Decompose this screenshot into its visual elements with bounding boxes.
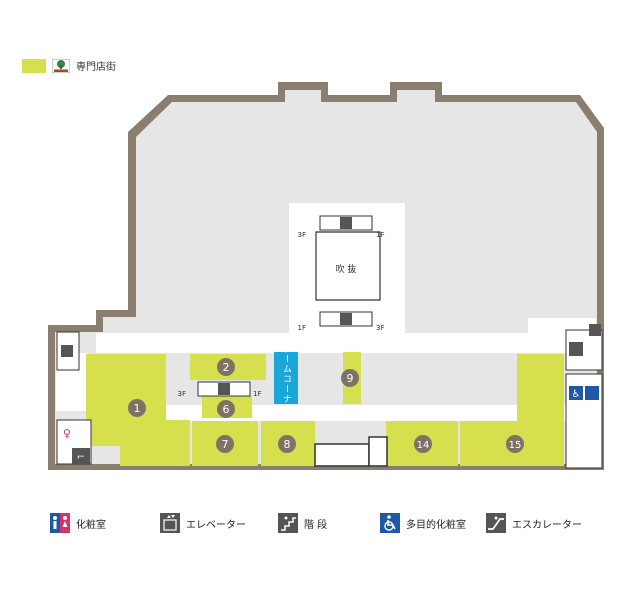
- legend-elevator-label: エレベーター: [186, 519, 246, 531]
- game-corner[interactable]: [274, 352, 298, 404]
- shop-marker-1[interactable]: 1: [128, 399, 146, 417]
- shop-block-grey-1: [302, 354, 342, 404]
- corridor-upper: [96, 333, 596, 353]
- shop-marker-6[interactable]: 6: [217, 400, 235, 418]
- shop-block-grey-3: [412, 354, 500, 404]
- shop-number-15: 15: [509, 440, 522, 451]
- legend-stairs-label: 階 段: [304, 519, 328, 531]
- escalator-mid-icon[interactable]: [218, 383, 230, 395]
- legend-restroom-label: 化粧室: [76, 519, 106, 531]
- restroom-icon: [50, 513, 70, 533]
- esc-label-mid-left: 3F: [178, 390, 186, 398]
- shop-number-6: 6: [223, 403, 230, 416]
- accessible-icon-right[interactable]: ♿: [572, 389, 581, 400]
- stairs-marker-right[interactable]: [589, 324, 601, 336]
- escalator-icon: [486, 513, 506, 533]
- service-block-left: [314, 443, 370, 467]
- shop-marker-14[interactable]: 14: [414, 435, 432, 453]
- escalator-bottom-icon[interactable]: [340, 313, 352, 325]
- stairs-icon: [278, 513, 298, 533]
- legend-restroom: 化粧室: [50, 513, 106, 533]
- legend-elevator: エレベーター: [160, 513, 246, 533]
- shop-number-2: 2: [223, 361, 230, 374]
- esc-label-mid-right: 1F: [253, 390, 261, 398]
- shop-marker-9[interactable]: 9: [341, 369, 359, 387]
- shop-marker-8[interactable]: 8: [278, 435, 296, 453]
- shop-15[interactable]: [460, 354, 564, 466]
- legend-escalator-label: エスカレーター: [512, 519, 582, 531]
- legend-bottom: 化粧室 エレベーター 階 段 多目的化粧室 エスカレーター: [50, 513, 610, 537]
- accessible-marker-right[interactable]: [569, 386, 583, 400]
- legend-accessible: 多目的化粧室: [380, 513, 466, 533]
- game-corner-label: ゲームコーナー: [281, 344, 292, 414]
- shop-number-8: 8: [284, 438, 291, 451]
- corridor-lower: [96, 405, 566, 421]
- elevator-marker-right[interactable]: [569, 342, 583, 356]
- esc-label-top-right: 1F: [376, 231, 384, 239]
- restroom-icon-left[interactable]: ♀: [63, 427, 71, 440]
- legend-shop-label: 専門店街: [76, 62, 116, 73]
- tree-logo-icon: [52, 58, 70, 73]
- stairs-marker-left[interactable]: [72, 448, 90, 464]
- stairs-icon-left[interactable]: ⌐: [77, 452, 85, 463]
- esc-label-bottom-left: 1F: [298, 324, 306, 332]
- esc-label-top-left: 3F: [298, 231, 306, 239]
- accessible-restroom-icon: [380, 513, 400, 533]
- atrium-label: 吹 抜: [336, 263, 357, 275]
- elevator-marker-left[interactable]: [61, 345, 73, 357]
- shop-marker-15[interactable]: 15: [506, 435, 524, 453]
- atrium-outline: [315, 231, 381, 301]
- escalator-top-icon[interactable]: [340, 217, 352, 229]
- shop-marker-7[interactable]: 7: [216, 435, 234, 453]
- legend-top: 専門店街: [22, 58, 116, 73]
- service-block-right: [368, 436, 388, 467]
- esc-label-bottom-right: 3F: [376, 324, 384, 332]
- shop-number-9: 9: [347, 372, 354, 385]
- shop-number-7: 7: [222, 438, 229, 451]
- shop-number-14: 14: [417, 440, 430, 451]
- elevator-icon: [160, 513, 180, 533]
- legend-stairs: 階 段: [278, 513, 327, 533]
- shop-block-grey-2: [360, 354, 398, 404]
- legend-accessible-label: 多目的化粧室: [406, 519, 466, 531]
- shop-color-swatch: [22, 58, 46, 73]
- shop-number-1: 1: [134, 402, 141, 415]
- restroom-marker-left[interactable]: [58, 425, 76, 441]
- shop-marker-2[interactable]: 2: [217, 358, 235, 376]
- legend-escalator: エスカレーター: [486, 513, 582, 533]
- restroom-marker-right[interactable]: [585, 386, 599, 400]
- shop-block-grey-4: [326, 421, 372, 441]
